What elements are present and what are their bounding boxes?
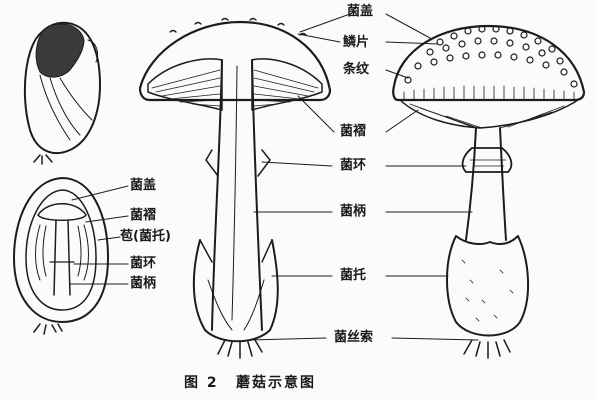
label-volva: 菌托 (340, 268, 367, 283)
figure-number: 图 2 (184, 375, 219, 391)
small-stage-leaders (69, 185, 129, 285)
label-gill: 菌褶 (340, 124, 367, 139)
egg-stage-drawing (23, 21, 101, 165)
egg-section-drawing (13, 177, 109, 335)
label-stripe: 条纹 (343, 62, 370, 77)
main-leaders (249, 13, 479, 341)
label-stem: 菌柄 (340, 204, 367, 219)
label-small-ring: 菌环 (130, 256, 157, 271)
label-small-stem: 菌柄 (130, 276, 157, 291)
label-ring: 菌环 (340, 158, 367, 173)
external-mushroom-drawing (392, 24, 586, 359)
label-cap: 菌盖 (347, 4, 374, 19)
label-scale: 鳞片 (343, 35, 370, 50)
figure-title: 蘑菇示意图 (236, 375, 316, 391)
section-mushroom-drawing (138, 17, 332, 359)
label-small-gill: 菌褶 (130, 208, 157, 223)
label-mycelium: 菌丝索 (334, 330, 374, 345)
label-small-cap: 菌盖 (130, 178, 157, 193)
label-small-volva: 苞(菌托) (120, 229, 171, 244)
